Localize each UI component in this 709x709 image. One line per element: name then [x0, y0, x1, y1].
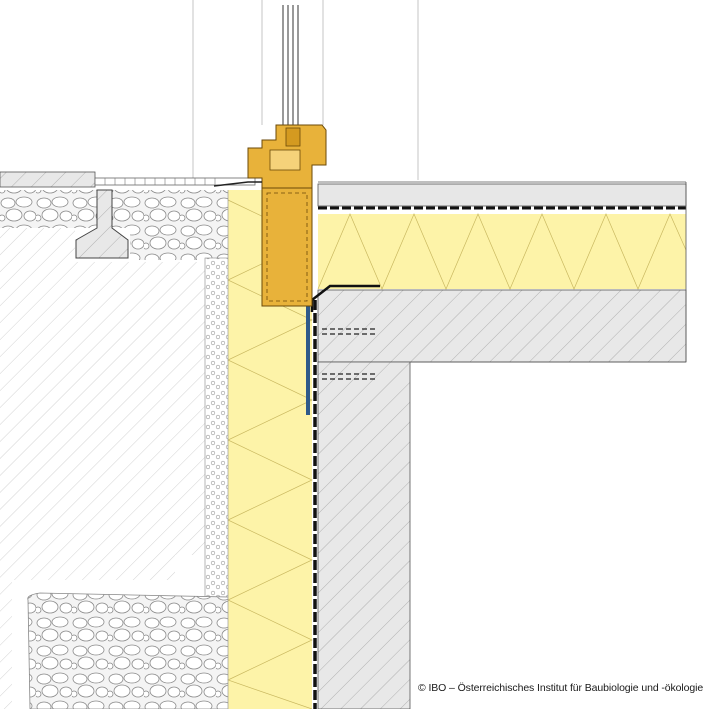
- drainage-gravel-strip: [204, 257, 230, 599]
- screed-layer: [317, 183, 687, 207]
- floor-insulation: [317, 213, 687, 290]
- soil-lower: [0, 580, 12, 709]
- glazing: [282, 5, 299, 128]
- terrace-paving: [0, 171, 256, 188]
- timber-sill-beam: [261, 187, 313, 307]
- concrete-wall: [317, 361, 411, 709]
- gravel-bed-right: [130, 215, 228, 260]
- copyright-notice: © IBO – Österreichisches Institut für Ba…: [418, 682, 704, 694]
- anchor-bolts: [322, 328, 376, 380]
- soil-backfill: [0, 228, 205, 580]
- concrete-slab: [317, 289, 687, 363]
- sill-flashing: [213, 181, 262, 187]
- interior-wall-lines: [192, 0, 419, 180]
- kerb-stone: [75, 189, 129, 259]
- window-frame: [247, 124, 327, 189]
